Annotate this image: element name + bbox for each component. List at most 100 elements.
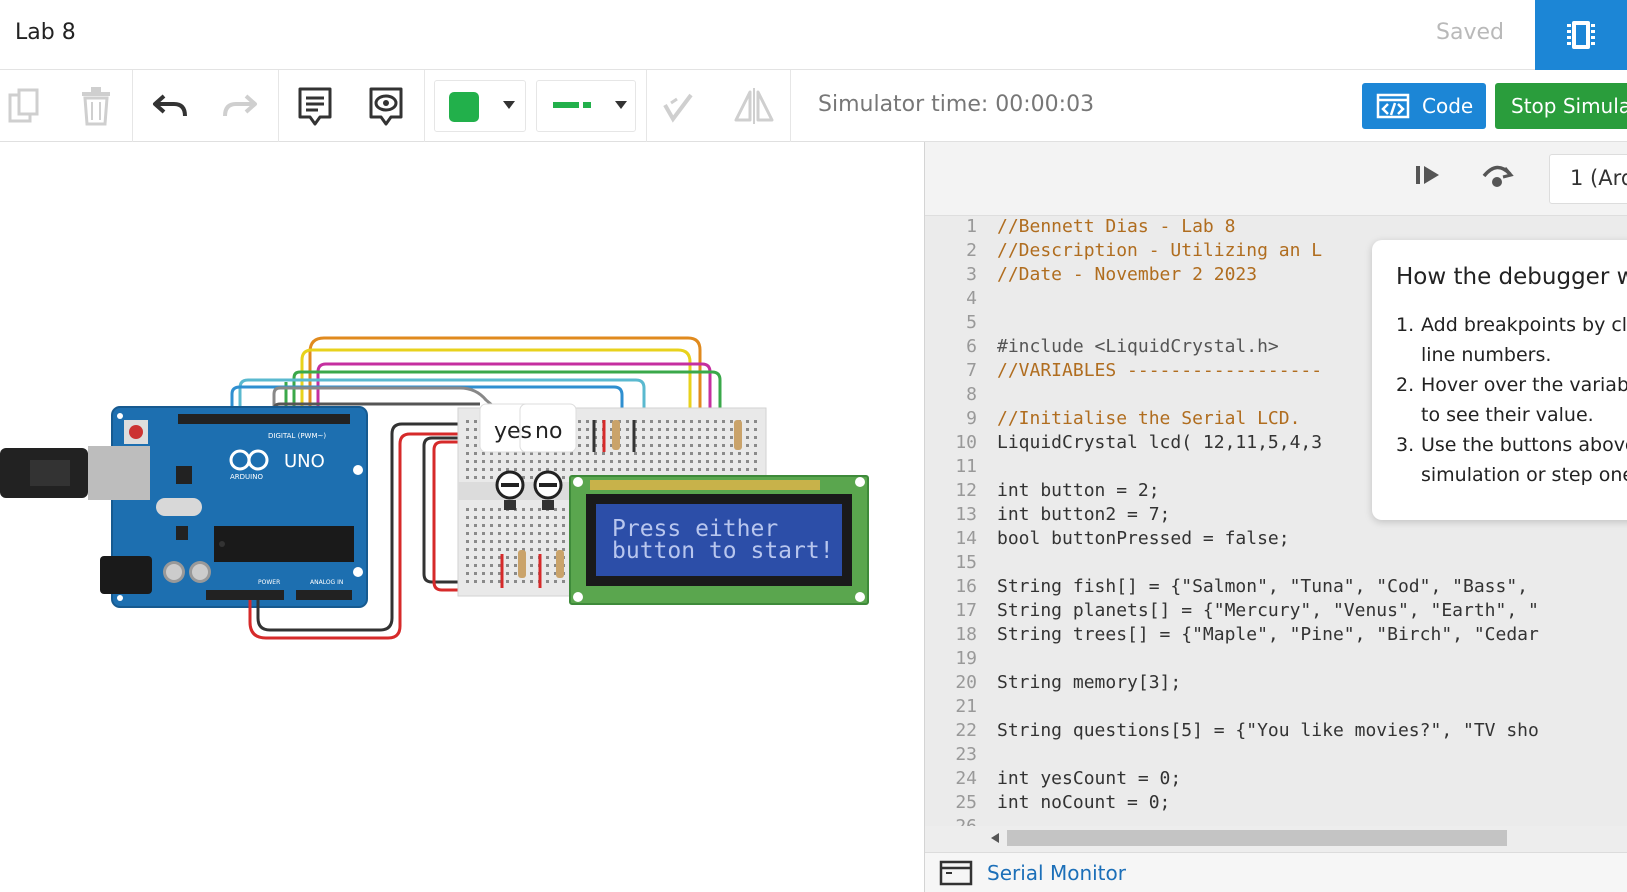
line-number[interactable]: 1: [966, 216, 977, 237]
line-number[interactable]: 5: [966, 312, 977, 333]
line-number[interactable]: 25: [955, 792, 977, 813]
popover-step-cont: simulation or step one: [1396, 460, 1627, 490]
line-number[interactable]: 13: [955, 504, 977, 525]
copy-icon: [8, 88, 39, 123]
wire-color-dropdown[interactable]: [434, 80, 526, 132]
code-button-label: Code: [1422, 94, 1474, 118]
line-number[interactable]: 14: [955, 528, 977, 549]
code-button[interactable]: Code: [1362, 83, 1486, 129]
step-text: simulation or step one: [1421, 464, 1627, 486]
rotate-button[interactable]: [656, 84, 700, 128]
line-number[interactable]: 6: [966, 336, 977, 357]
line-number[interactable]: 16: [955, 576, 977, 597]
chevron-down-icon: [615, 101, 627, 109]
line-number[interactable]: 10: [955, 432, 977, 453]
line-number[interactable]: 15: [955, 552, 977, 573]
wire-type-dropdown[interactable]: [536, 80, 636, 132]
components-button[interactable]: [1535, 0, 1627, 70]
board-select[interactable]: 1 (Arduino Uno R3): [1549, 154, 1627, 204]
code-line[interactable]: String fish[] = {"Salmon", "Tuna", "Cod"…: [997, 576, 1529, 597]
code-line[interactable]: String questions[5] = {"You like movies?…: [997, 720, 1539, 741]
line-number[interactable]: 11: [955, 456, 977, 477]
line-number[interactable]: 17: [955, 600, 977, 621]
push-buttons: [495, 470, 563, 510]
code-line[interactable]: int button2 = 7;: [997, 504, 1171, 525]
scrollbar-thumb[interactable]: [1007, 830, 1507, 846]
line-number[interactable]: 21: [955, 696, 977, 717]
horizontal-scrollbar[interactable]: [987, 828, 1627, 848]
step-text: to see their value.: [1421, 404, 1594, 426]
step-text: Use the buttons above: [1421, 434, 1627, 456]
line-number[interactable]: 3: [966, 264, 977, 285]
eye-note-icon: [369, 87, 403, 126]
line-number[interactable]: 19: [955, 648, 977, 669]
code-line[interactable]: int button = 2;: [997, 480, 1160, 501]
wire-color-swatch: [449, 92, 479, 122]
lcd-line-2: button to start!: [612, 538, 834, 564]
line-number-gutter[interactable]: 1 2 3 4 5 6 7 8 9 10 11 12 13 14 15 16 1…: [925, 216, 977, 826]
popover-step-cont: line numbers.: [1396, 340, 1627, 370]
copy-button[interactable]: [2, 84, 46, 128]
code-line[interactable]: //Bennett Dias - Lab 8: [997, 216, 1236, 237]
line-number[interactable]: 22: [955, 720, 977, 741]
debugger-help-popover: How the debugger works 1. Add breakpoint…: [1372, 240, 1627, 520]
code-line[interactable]: int yesCount = 0;: [997, 768, 1182, 789]
circuit-canvas[interactable]: UNO ARDUINO DIGITAL (PWM~) POWER ANALOG …: [0, 142, 924, 892]
monitor-icon: [939, 860, 973, 885]
line-number[interactable]: 4: [966, 288, 977, 309]
line-number[interactable]: 20: [955, 672, 977, 693]
code-line[interactable]: //Description - Utilizing an L: [997, 240, 1323, 261]
circuit-diagram[interactable]: UNO ARDUINO DIGITAL (PWM~) POWER ANALOG …: [0, 142, 924, 892]
popover-step: 3. Use the buttons above: [1396, 430, 1627, 460]
power-label: POWER: [258, 579, 280, 586]
line-number[interactable]: 24: [955, 768, 977, 789]
step-text: line numbers.: [1421, 344, 1552, 366]
line-number[interactable]: 9: [966, 408, 977, 429]
line-number[interactable]: 12: [955, 480, 977, 501]
popover-step-cont: to see their value.: [1396, 400, 1627, 430]
code-line[interactable]: //Initialise the Serial LCD.: [997, 408, 1301, 429]
step-number: 3.: [1396, 434, 1415, 456]
popover-step: 1. Add breakpoints by clicking: [1396, 310, 1627, 340]
board-model: UNO: [284, 451, 325, 472]
lcd-display: Press either button to start!: [569, 475, 869, 605]
code-line[interactable]: #include <LiquidCrystal.h>: [997, 336, 1279, 357]
resume-button[interactable]: [1413, 162, 1449, 198]
arduino-uno-board: UNO ARDUINO DIGITAL (PWM~) POWER ANALOG …: [0, 406, 368, 608]
code-line[interactable]: LiquidCrystal lcd( 12,11,5,4,3: [997, 432, 1323, 453]
line-number[interactable]: 18: [955, 624, 977, 645]
line-number[interactable]: 8: [966, 384, 977, 405]
delete-button[interactable]: [74, 84, 118, 128]
code-line[interactable]: bool buttonPressed = false;: [997, 528, 1290, 549]
code-line[interactable]: int noCount = 0;: [997, 792, 1171, 813]
code-line[interactable]: String memory[3];: [997, 672, 1182, 693]
wire-type-icon: [553, 102, 591, 108]
board-brand: ARDUINO: [230, 473, 263, 481]
toggle-notes-button[interactable]: [364, 84, 408, 128]
notes-button[interactable]: [293, 84, 337, 128]
code-line[interactable]: String planets[] = {"Mercury", "Venus", …: [997, 600, 1539, 621]
scroll-left-icon: [991, 833, 999, 843]
chip-icon: [1567, 21, 1595, 49]
redo-icon: [223, 94, 257, 117]
serial-monitor-bar[interactable]: Serial Monitor: [925, 852, 1627, 892]
code-line[interactable]: //Date - November 2 2023: [997, 264, 1258, 285]
step-number: 1.: [1396, 314, 1415, 336]
trash-icon: [82, 87, 110, 126]
code-line[interactable]: //VARIABLES ------------------: [997, 360, 1323, 381]
project-title[interactable]: Lab 8: [15, 20, 76, 45]
undo-button[interactable]: [148, 84, 192, 128]
flip-button[interactable]: [732, 84, 776, 128]
redo-button[interactable]: [218, 84, 262, 128]
step-text: Hover over the variables: [1421, 374, 1627, 396]
saved-status: Saved: [1436, 20, 1504, 45]
stop-simulation-button[interactable]: Stop Simulation: [1495, 83, 1627, 129]
code-line[interactable]: String trees[] = {"Maple", "Pine", "Birc…: [997, 624, 1539, 645]
line-number[interactable]: 2: [966, 240, 977, 261]
line-number[interactable]: 26: [925, 816, 977, 826]
line-number[interactable]: 23: [955, 744, 977, 765]
simulator-time: Simulator time: 00:00:03: [818, 92, 1095, 117]
popover-step: 2. Hover over the variables: [1396, 370, 1627, 400]
step-over-button[interactable]: [1479, 160, 1519, 196]
line-number[interactable]: 7: [966, 360, 977, 381]
